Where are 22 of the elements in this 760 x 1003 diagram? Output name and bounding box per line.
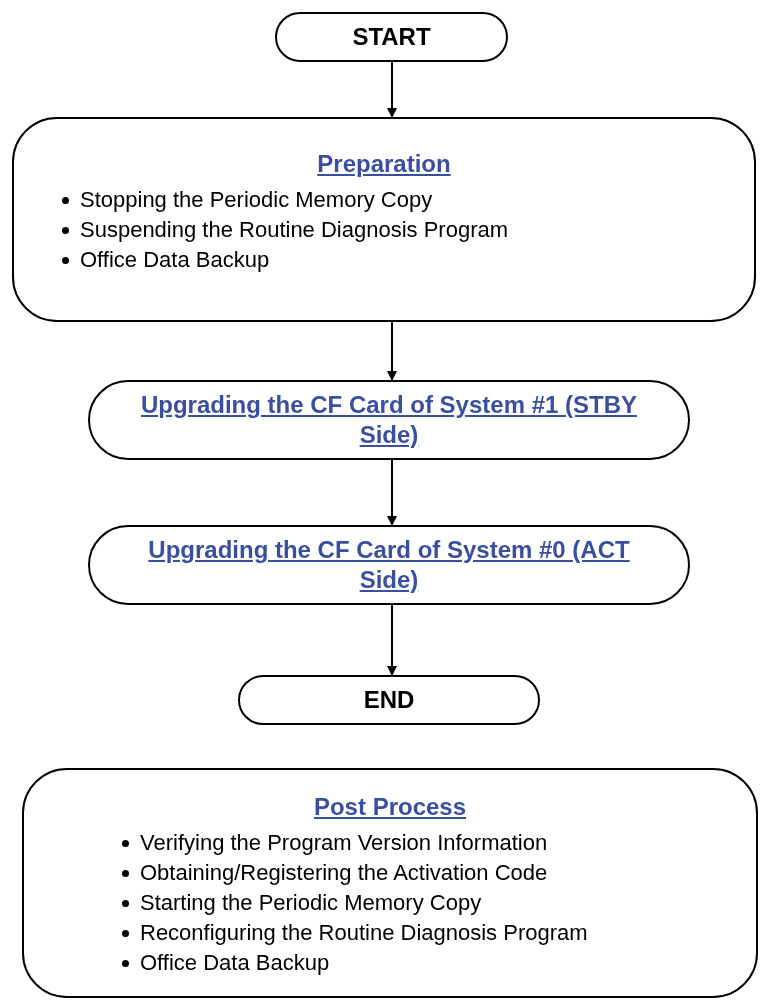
terminal-box: [238, 675, 540, 725]
terminal-box: [275, 12, 508, 62]
bullet-item: Office Data Backup: [80, 246, 270, 274]
terminal-label: END: [363, 686, 415, 714]
section-heading: Post Process: [313, 792, 467, 822]
arrow: [387, 459, 397, 526]
bullet-item: Stopping the Periodic Memory Copy: [80, 186, 433, 214]
section-heading: Upgrading the CF Card of System #0 (ACT Side): [147, 535, 631, 595]
arrow: [387, 321, 397, 381]
bullet-item: Obtaining/Registering the Activation Code: [140, 859, 548, 887]
bullet-item: Starting the Periodic Memory Copy: [140, 889, 482, 917]
section-heading: Upgrading the CF Card of System #1 (STBY Side): [139, 390, 639, 450]
bullet-item: Office Data Backup: [140, 949, 330, 977]
arrow: [387, 604, 397, 676]
bullet-item: Reconfiguring the Routine Diagnosis Program: [140, 919, 588, 947]
terminal-label: START: [352, 23, 431, 51]
process-box: [12, 117, 756, 322]
bullet-item: Verifying the Program Version Information: [140, 829, 548, 857]
arrow: [387, 61, 397, 118]
bullet-item: Suspending the Routine Diagnosis Program: [80, 216, 509, 244]
process-box: [22, 768, 758, 998]
section-heading: Preparation: [317, 149, 451, 179]
